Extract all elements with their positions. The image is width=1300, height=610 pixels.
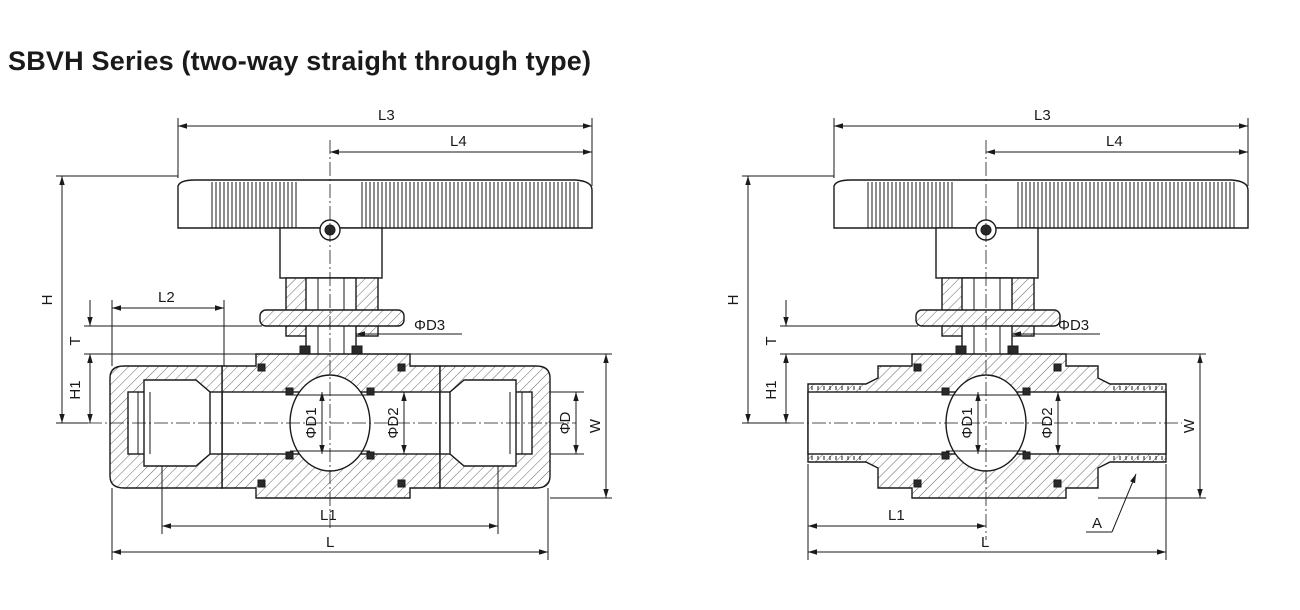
dim-label-h: H: [39, 295, 56, 306]
dimension-lines: [56, 118, 612, 560]
dim-label-d2: ΦD2: [1039, 407, 1056, 438]
dim-label-l1: L1: [888, 507, 905, 524]
dim-label-h: H: [725, 295, 742, 306]
dim-label-a: A: [1092, 515, 1102, 532]
dim-label-l: L: [981, 534, 989, 551]
valve-body: [807, 353, 1167, 499]
dim-label-d: ΦD: [557, 411, 574, 434]
dim-label-d1: ΦD1: [959, 407, 976, 438]
dim-label-d3: ΦD3: [414, 317, 445, 334]
compression-fitting-right: [439, 365, 551, 489]
stem-bonnet: [259, 277, 405, 361]
dim-label-l4: L4: [450, 133, 467, 150]
dim-label-l: L: [326, 534, 334, 551]
dim-label-w: W: [1181, 418, 1198, 433]
dim-label-l1: L1: [320, 507, 337, 524]
compression-fitting-left: [109, 365, 223, 489]
valve-drawing-compression: L3 L4 H T H1 L2 ΦD3 ΦD1 ΦD2 ΦD W L1 L: [39, 107, 612, 560]
dim-label-d1: ΦD1: [303, 407, 320, 438]
dim-label-w: W: [587, 418, 604, 433]
handle: [177, 179, 593, 279]
dim-label-l3: L3: [1034, 107, 1051, 124]
dim-label-h1: H1: [67, 380, 84, 399]
dim-label-t: T: [763, 336, 780, 345]
dim-label-l2: L2: [158, 289, 175, 306]
dimension-lines: [742, 118, 1249, 560]
dim-label-l4: L4: [1106, 133, 1123, 150]
dim-label-d3: ΦD3: [1058, 317, 1089, 334]
dim-label-t: T: [67, 336, 84, 345]
dim-label-h1: H1: [763, 380, 780, 399]
valve-body: [221, 353, 441, 499]
handle: [833, 179, 1249, 279]
dim-label-d2: ΦD2: [385, 407, 402, 438]
dim-label-l3: L3: [378, 107, 395, 124]
stem-bonnet: [915, 277, 1061, 361]
page-title: SBVH Series (two-way straight through ty…: [8, 46, 592, 76]
valve-drawing-threaded: L3 L4 H T H1 ΦD3 ΦD1 ΦD2 W L1 L A: [725, 107, 1249, 560]
